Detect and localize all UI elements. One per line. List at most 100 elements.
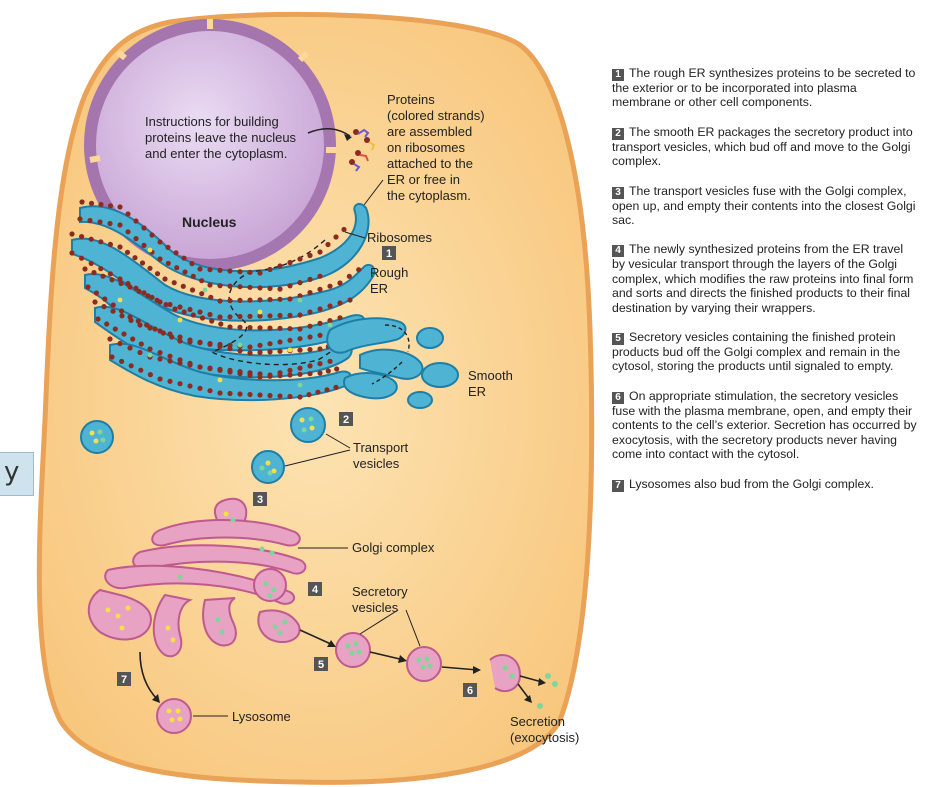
protein-dot (297, 297, 303, 303)
ribosome (88, 236, 94, 242)
protein-dot (223, 511, 229, 517)
ribosome (117, 276, 123, 282)
ribosome (91, 270, 97, 276)
ribosome (137, 322, 143, 328)
er-protein-dots (117, 247, 333, 388)
ribosome (287, 283, 293, 289)
ribosome (157, 356, 163, 362)
protein-dot (237, 342, 243, 348)
step-text: Secretory vesicles containing the finish… (612, 330, 901, 374)
protein-dot (267, 593, 273, 599)
ribosome (317, 249, 323, 255)
ribosome (287, 372, 293, 378)
ribosome (297, 293, 303, 299)
ribosome (132, 255, 138, 261)
ribosome (208, 294, 214, 300)
protein-dot (230, 517, 236, 523)
ribosome (257, 325, 263, 331)
protein-dot (287, 347, 293, 353)
ribosome (109, 277, 115, 283)
ribosome (98, 239, 104, 245)
ribosome (317, 306, 323, 312)
ribosome (119, 313, 125, 319)
step-text: The newly synthesized proteins from the … (612, 242, 914, 315)
ribosome (141, 290, 147, 296)
ribosome (227, 298, 233, 304)
ribosome (267, 313, 273, 319)
ribosome (130, 336, 136, 342)
protein-dot (117, 297, 123, 303)
ribosome (180, 283, 186, 289)
ribosome (209, 318, 215, 324)
ribosome (297, 326, 303, 332)
protein-dot (177, 317, 183, 323)
ribosome (247, 344, 253, 350)
ribosome (297, 336, 303, 342)
ribosome (127, 314, 133, 320)
golgi-complex-label: Golgi complex (352, 540, 435, 555)
golgi-protein-dots (105, 511, 288, 643)
step-number: 2 (612, 127, 624, 140)
protein-dot (259, 546, 265, 552)
ribosome (227, 324, 233, 330)
ribosome (69, 231, 75, 237)
er-transport-path (210, 239, 356, 366)
step-text: The rough ER synthesizes proteins to be … (612, 66, 916, 110)
ribosome (197, 340, 203, 346)
ribosome (199, 315, 206, 321)
ribosome (277, 312, 283, 319)
ribosome (137, 349, 143, 356)
ribosome (138, 367, 144, 373)
ribosome (267, 266, 273, 273)
protein-dot (272, 624, 278, 630)
ribosome (187, 383, 193, 389)
step-text: The transport vesicles fuse with the Gol… (612, 183, 916, 228)
ribosome (247, 370, 253, 376)
ribosome (337, 300, 343, 306)
step-text: On appropriate stimulation, the secretor… (612, 388, 917, 462)
ribosome (257, 371, 263, 377)
ribosome (147, 265, 153, 271)
ribosome (147, 325, 153, 331)
svg-text:1: 1 (386, 248, 392, 260)
ribosome (187, 360, 193, 366)
protein-dot (165, 625, 171, 631)
ribosome (121, 331, 127, 337)
ribosome (167, 358, 173, 364)
ribosome (277, 325, 283, 331)
ribosome (227, 314, 233, 320)
ribosome (154, 271, 161, 277)
ribosome (287, 393, 293, 400)
ribosome (110, 308, 116, 314)
transport-vesicles (251, 407, 326, 484)
protein-dot (269, 550, 275, 556)
ribosome (167, 378, 173, 384)
ribosome (88, 260, 94, 266)
lysosome-label: Lysosome (232, 709, 291, 724)
protein-dot (257, 309, 263, 315)
ribosome (119, 358, 125, 364)
ribosome (177, 381, 183, 387)
ribosome (197, 385, 203, 391)
ribosome (92, 299, 98, 305)
step-number: 3 (612, 186, 624, 199)
ribosome (133, 285, 139, 291)
exocytosis (489, 654, 558, 709)
ribosome (163, 302, 169, 308)
ribosome (128, 363, 134, 369)
step-number: 4 (612, 245, 624, 258)
ribosome (98, 201, 104, 208)
lysosome (156, 698, 192, 734)
ribosome (165, 260, 171, 266)
ribosome (317, 286, 323, 292)
ribosome (207, 388, 213, 394)
ribosome (297, 347, 303, 353)
ribosome (341, 226, 347, 233)
ribosome (138, 341, 144, 347)
ribosome (267, 372, 273, 378)
ribosome (287, 367, 293, 373)
